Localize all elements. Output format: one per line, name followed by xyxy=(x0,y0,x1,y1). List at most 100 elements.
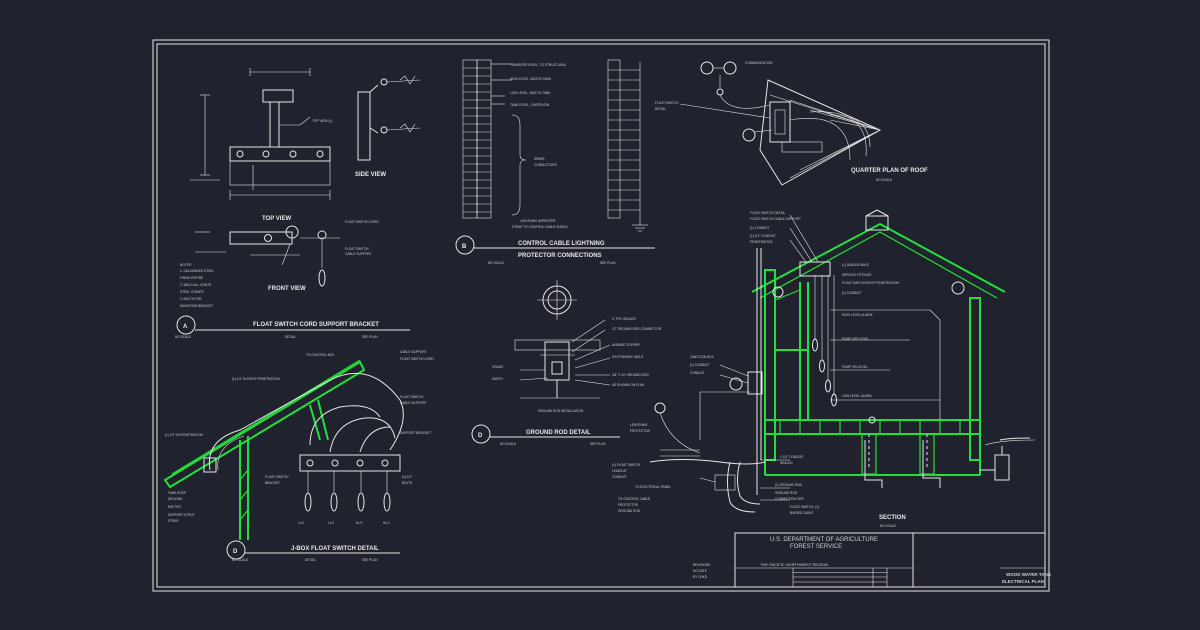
svg-text:3. BOLTS FOR: 3. BOLTS FOR xyxy=(180,297,202,301)
svg-text:HIGH LEVEL, WATCH TANK: HIGH LEVEL, WATCH TANK xyxy=(510,77,552,81)
front-view-label: FRONT VIEW xyxy=(268,286,306,292)
svg-text:DETAIL: DETAIL xyxy=(285,335,296,339)
svg-text:CONDUIT: CONDUIT xyxy=(612,475,627,479)
detail-a-title: A FLOAT SWITCH CORD SUPPORT BRACKET NO S… xyxy=(175,315,410,339)
svg-text:EXOTHERMIC WELD: EXOTHERMIC WELD xyxy=(612,355,644,359)
svg-text:2. WELD ALL JOINTS: 2. WELD ALL JOINTS xyxy=(180,283,211,287)
svg-text:FLOAT SWITCH DETAIL: FLOAT SWITCH DETAIL xyxy=(750,211,785,215)
svg-text:SEE PLAN: SEE PLAN xyxy=(590,442,606,446)
svg-text:FLOAT SWITCH: FLOAT SWITCH xyxy=(655,101,679,105)
svg-text:DETAIL: DETAIL xyxy=(305,558,316,562)
svg-text:REVISIONS: REVISIONS xyxy=(693,563,710,567)
svg-text:CONDUCTORS: CONDUCTORS xyxy=(534,163,557,167)
terminal-strip-right: LIGHTNING ARRESTER STRAP TO CONTROL CABL… xyxy=(512,59,648,232)
svg-text:PROTECTOR: PROTECTOR xyxy=(618,503,639,507)
svg-text:EARTH: EARTH xyxy=(492,377,503,381)
svg-text:GROUND ROD: GROUND ROD xyxy=(618,509,641,513)
tank-section: FLOAT SWITCH DETAIL FLOAT SWITCH CABLE S… xyxy=(612,209,1036,528)
svg-text:DETAIL: DETAIL xyxy=(655,107,666,111)
svg-text:(1) 1/2" CONDUIT: (1) 1/2" CONDUIT xyxy=(750,234,776,238)
sheet-title-line2: ELECTRICAL PLAN xyxy=(1002,579,1044,584)
svg-text:HLO: HLO xyxy=(383,521,390,525)
svg-text:#6 BARE COPPER: #6 BARE COPPER xyxy=(612,343,640,347)
svg-text:CABLE SUPPORT: CABLE SUPPORT xyxy=(345,252,372,256)
quarter-plan-label: QUARTER PLAN OF ROOF xyxy=(851,168,928,174)
detail-a-letter: A xyxy=(183,324,188,330)
svg-text:PUMP ON LEVEL: PUMP ON LEVEL xyxy=(842,365,868,369)
detail-d1-letter: D xyxy=(478,433,483,439)
agency-line1: U.S. DEPARTMENT OF AGRICULTURE xyxy=(770,537,878,543)
svg-text:(4) 1/4": (4) 1/4" xyxy=(402,475,412,479)
svg-text:BRACKET: BRACKET xyxy=(265,481,280,485)
svg-text:TOP VIEW (1): TOP VIEW (1) xyxy=(312,119,332,123)
svg-text:FLOAT SWITCH: FLOAT SWITCH xyxy=(265,475,289,479)
svg-text:CABLE SUPPORT: CABLE SUPPORT xyxy=(400,401,427,405)
ground-rod-title: GROUND ROD DETAIL xyxy=(526,430,591,436)
svg-text:GROUND ROD INSTALLATION: GROUND ROD INSTALLATION xyxy=(538,409,584,413)
svg-text:12" GROUND ROD CONNECTOR: 12" GROUND ROD CONNECTOR xyxy=(612,327,662,331)
svg-text:NO SCALE: NO SCALE xyxy=(232,558,248,562)
svg-text:(1) CONDUIT: (1) CONDUIT xyxy=(842,291,861,295)
svg-text:1. GALVANIZED STEEL: 1. GALVANIZED STEEL xyxy=(180,269,214,273)
bracket-top-view: TOP VIEW (1) TOP VIEW xyxy=(190,68,332,222)
svg-text:SERVICE FITTINGS: SERVICE FITTINGS xyxy=(842,273,871,277)
detail-a-title-text: FLOAT SWITCH CORD SUPPORT BRACKET xyxy=(253,322,379,328)
svg-text:(1) CONDUIT: (1) CONDUIT xyxy=(750,226,769,230)
svg-text:PENETRATION: PENETRATION xyxy=(750,240,773,244)
svg-text:AS SHOWN ON PLAN: AS SHOWN ON PLAN xyxy=(612,383,645,387)
svg-text:TANK ROOF: TANK ROOF xyxy=(168,491,186,495)
svg-text:CONDUIT: CONDUIT xyxy=(690,371,705,375)
svg-text:3/4" X 10' GROUND ROD: 3/4" X 10' GROUND ROD xyxy=(612,373,649,377)
ground-rod-detail: 4" PVC SEALED 12" GROUND ROD CONNECTOR #… xyxy=(471,280,662,446)
svg-text:(1) CONDUIT: (1) CONDUIT xyxy=(690,363,709,367)
svg-text:SUPPORT BRACKET: SUPPORT BRACKET xyxy=(400,431,431,435)
svg-text:LLO: LLO xyxy=(298,521,305,525)
svg-text:SEE PLAN: SEE PLAN xyxy=(362,558,378,562)
jbox-float-switch-detail: LLO LLO HLO HLO (1) 1/2" IN ROOF PENETRA… xyxy=(163,350,434,562)
svg-text:NO SCALE: NO SCALE xyxy=(500,442,516,446)
detail-b-title-line2: PROTECTOR CONNECTIONS xyxy=(518,253,602,259)
jbox-title: J-BOX FLOAT SWITCH DETAIL xyxy=(291,546,379,552)
svg-text:CABLE SUPPORT: CABLE SUPPORT xyxy=(400,350,427,354)
svg-text:DECKING: DECKING xyxy=(168,497,183,501)
svg-text:SUPPORT STRUT: SUPPORT STRUT xyxy=(168,513,195,517)
svg-text:(1) FLOAT SWITCH: (1) FLOAT SWITCH xyxy=(612,463,641,467)
svg-text:STRAP TO CONTROL CABLE SHIELD: STRAP TO CONTROL CABLE SHIELD xyxy=(512,225,569,229)
svg-text:GRADE: GRADE xyxy=(492,365,503,369)
svg-text:STEEL STRAPS: STEEL STRAPS xyxy=(180,290,204,294)
quarter-plan-roof: COMMUNICATION FLOAT SWITCH DETAIL QUARTE… xyxy=(655,61,928,186)
svg-text:HIGH LEVEL ALARM: HIGH LEVEL ALARM xyxy=(842,313,873,317)
svg-text:FLOAT SWITCH CORD: FLOAT SWITCH CORD xyxy=(400,357,434,361)
svg-text:FLOAT SWITCH CORD: FLOAT SWITCH CORD xyxy=(345,220,379,224)
svg-text:RAFTER: RAFTER xyxy=(168,505,181,509)
svg-text:(1) SEALED MALE: (1) SEALED MALE xyxy=(842,263,869,267)
terminal-strip-left: TRANSFER LEVEL, TO STRUCTURAL HIGH LEVEL… xyxy=(462,59,567,219)
svg-text:FLOAT SWITCH CABLE SUPPORT: FLOAT SWITCH CABLE SUPPORT xyxy=(750,217,801,221)
side-view-label: SIDE VIEW xyxy=(355,172,386,178)
svg-text:GROUND ROD: GROUND ROD xyxy=(775,491,798,495)
svg-text:NO SCALE: NO SCALE xyxy=(880,524,896,528)
sheet-title-line1: WOOD WATER TANK xyxy=(1006,572,1052,577)
svg-text:TRANSFER LEVEL, TO STRUCTURAL: TRANSFER LEVEL, TO STRUCTURAL xyxy=(510,63,567,67)
svg-text:CONNECTION SEE: CONNECTION SEE xyxy=(775,497,804,501)
bracket-front-view: FLOAT SWITCH CORD FLOAT SWITCH CABLE SUP… xyxy=(195,220,379,292)
bracket-notes: NOTES: 1. GALVANIZED STEEL FINISH ENTIRE… xyxy=(180,263,214,308)
svg-text:MOUNTING BRACKET: MOUNTING BRACKET xyxy=(180,304,213,308)
top-view-label: TOP VIEW xyxy=(262,216,291,222)
detail-b-letter: B xyxy=(462,244,467,250)
svg-text:SPARE: SPARE xyxy=(534,157,545,161)
detail-b-title: B CONTROL CABLE LIGHTNING PROTECTOR CONN… xyxy=(455,235,655,265)
svg-text:(1) 1/2" IN PENETRATION: (1) 1/2" IN PENETRATION xyxy=(165,433,203,437)
detail-d2-letter: D xyxy=(233,549,238,555)
svg-text:NOTES:: NOTES: xyxy=(180,263,192,267)
region-text: THE PACIFIC NORTHWEST REGION xyxy=(760,562,828,567)
svg-text:STRAP: STRAP xyxy=(168,519,179,523)
svg-text:LOW LEVEL, WATCH TANK: LOW LEVEL, WATCH TANK xyxy=(510,91,551,95)
svg-text:LOW LEVEL ALARM: LOW LEVEL ALARM xyxy=(842,394,872,398)
svg-text:LIGHTNING: LIGHTNING xyxy=(630,423,648,427)
svg-text:NO SCALE: NO SCALE xyxy=(175,335,191,339)
svg-text:LLO: LLO xyxy=(328,521,335,525)
svg-text:SEALED: SEALED xyxy=(780,461,793,465)
svg-text:FINISH ENTIRE: FINISH ENTIRE xyxy=(180,276,203,280)
